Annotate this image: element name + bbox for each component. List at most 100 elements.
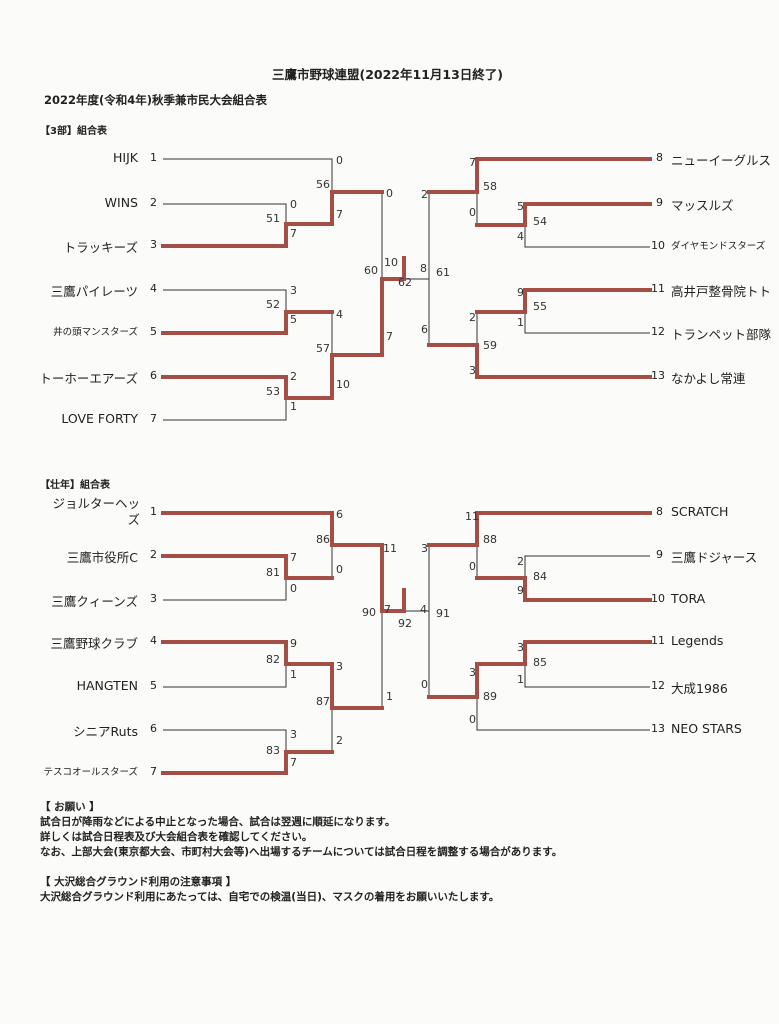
team-name-right: 三鷹ドジャース [671, 550, 758, 565]
match-score: 56 [316, 178, 330, 191]
match-score: 7 [290, 227, 297, 240]
match-score: 9 [517, 584, 524, 597]
match-score: 81 [266, 566, 280, 579]
team-name-left: 三鷹クィーンズ [51, 594, 138, 609]
team-name-left: 三鷹市役所C [66, 550, 138, 565]
match-score: 2 [517, 555, 524, 568]
match-score: 11 [383, 542, 397, 555]
team-name-right: マッスルズ [671, 198, 734, 213]
match-score: 5 [517, 200, 524, 213]
match-score: 62 [398, 276, 412, 289]
team-seed: 9 [656, 548, 663, 561]
match-score: 51 [266, 212, 280, 225]
match-score: 3 [469, 666, 476, 679]
team-name-right: NEO STARS [671, 721, 742, 736]
match-score: 2 [421, 188, 428, 201]
team-seed: 13 [651, 369, 665, 382]
match-score: 89 [483, 690, 497, 703]
team-name-left: HANGTEN [76, 678, 138, 693]
match-score: 11 [465, 510, 479, 523]
match-score: 8 [420, 262, 427, 275]
match-score: 1 [290, 668, 297, 681]
notes-request: 【 お願い 】 試合日が降雨などによる中止となった場合、試合は翌週に順延になりま… [40, 800, 562, 905]
bracket-sonen-lines [161, 511, 652, 775]
ground-line: 大沢総合グラウンド利用にあたっては、自宅での検温(当日)、マスクの着用をお願いい… [40, 891, 500, 903]
match-score: 1 [517, 673, 524, 686]
match-score: 86 [316, 533, 330, 546]
team-name-left: WINS [104, 195, 138, 210]
match-score: 1 [290, 400, 297, 413]
team-seed: 10 [651, 239, 665, 252]
match-score: 0 [469, 206, 476, 219]
match-score: 85 [533, 656, 547, 669]
team-name-left: シニアRuts [73, 724, 138, 739]
team-seed: 2 [150, 196, 157, 209]
team-name-left: 三鷹野球クラブ [50, 636, 138, 651]
team-seed: 4 [150, 634, 157, 647]
section-title-sonen: 【壮年】組合表 [40, 480, 110, 491]
match-score: 61 [436, 266, 450, 279]
match-score: 3 [336, 660, 343, 673]
team-seed: 3 [150, 238, 157, 251]
match-score: 87 [316, 695, 330, 708]
ground-heading: 【 大沢総合グラウンド利用の注意事項 】 [40, 876, 237, 888]
team-seed: 5 [150, 679, 157, 692]
match-score: 88 [483, 533, 497, 546]
match-score: 0 [421, 678, 428, 691]
section-title-3bu: 【3部】組合表 [40, 126, 107, 137]
match-score: 0 [290, 198, 297, 211]
team-name-left: LOVE FORTY [61, 411, 138, 426]
match-score: 57 [316, 342, 330, 355]
match-score: 5 [290, 313, 297, 326]
team-name-left: 三鷹パイレーツ [50, 284, 138, 299]
team-seed: 9 [656, 196, 663, 209]
team-seed: 11 [651, 634, 665, 647]
team-seed: 8 [656, 505, 663, 518]
team-seed: 2 [150, 548, 157, 561]
team-seed: 13 [651, 722, 665, 735]
match-score: 1 [517, 316, 524, 329]
match-score: 2 [290, 370, 297, 383]
team-name-right: なかよし常連 [671, 371, 746, 386]
match-score: 3 [421, 542, 428, 555]
team-seed: 8 [656, 151, 663, 164]
match-score: 3 [469, 364, 476, 377]
team-seed: 10 [651, 592, 665, 605]
team-seed: 6 [150, 722, 157, 735]
match-score: 58 [483, 180, 497, 193]
team-name-right: ダイヤモンドスターズ [671, 241, 766, 252]
match-score: 10 [384, 256, 398, 269]
team-name-right: TORA [671, 591, 706, 606]
team-name-right: トランペット部隊 [671, 327, 772, 342]
team-seed: 5 [150, 325, 157, 338]
match-score: 9 [517, 286, 524, 299]
team-name-right: ニューイーグルス [671, 153, 772, 168]
team-name-left: 井の頭マンスターズ [53, 327, 138, 338]
match-score: 92 [398, 617, 412, 630]
team-seed: 12 [651, 679, 665, 692]
team-name-right: 大成1986 [671, 681, 728, 696]
team-name-left: テスコオールスターズ [43, 767, 138, 778]
match-score: 52 [266, 298, 280, 311]
match-score: 2 [336, 734, 343, 747]
match-score: 7 [386, 330, 393, 343]
match-score: 3 [290, 728, 297, 741]
match-score: 4 [517, 230, 524, 243]
match-score: 60 [364, 264, 378, 277]
match-score: 0 [469, 713, 476, 726]
match-score: 3 [290, 284, 297, 297]
match-score: 4 [420, 603, 427, 616]
team-name-left: HIJK [113, 150, 138, 165]
request-line: 試合日が降雨などによる中止となった場合、試合は翌週に順延になります。 [40, 816, 396, 828]
match-score: 6 [421, 323, 428, 336]
team-seed: 4 [150, 282, 157, 295]
match-score: 0 [336, 154, 343, 167]
team-name-left: トラッキーズ [63, 240, 138, 255]
team-name-right: 高井戸整骨院トト [671, 284, 772, 299]
match-score: 54 [533, 215, 547, 228]
match-score: 7 [290, 756, 297, 769]
match-score: 7 [290, 551, 297, 564]
match-score: 3 [517, 641, 524, 654]
match-score: 84 [533, 570, 547, 583]
